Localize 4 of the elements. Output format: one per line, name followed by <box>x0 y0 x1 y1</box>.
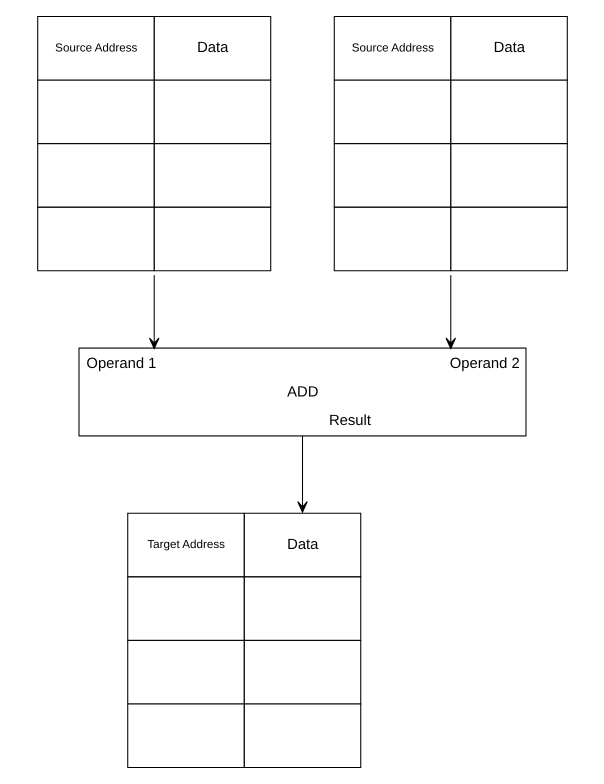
arrow <box>148 275 160 350</box>
arrow <box>444 275 456 350</box>
arrow <box>296 436 308 513</box>
node-box: Operand 1 Operand 2 ADD Result <box>78 348 526 436</box>
